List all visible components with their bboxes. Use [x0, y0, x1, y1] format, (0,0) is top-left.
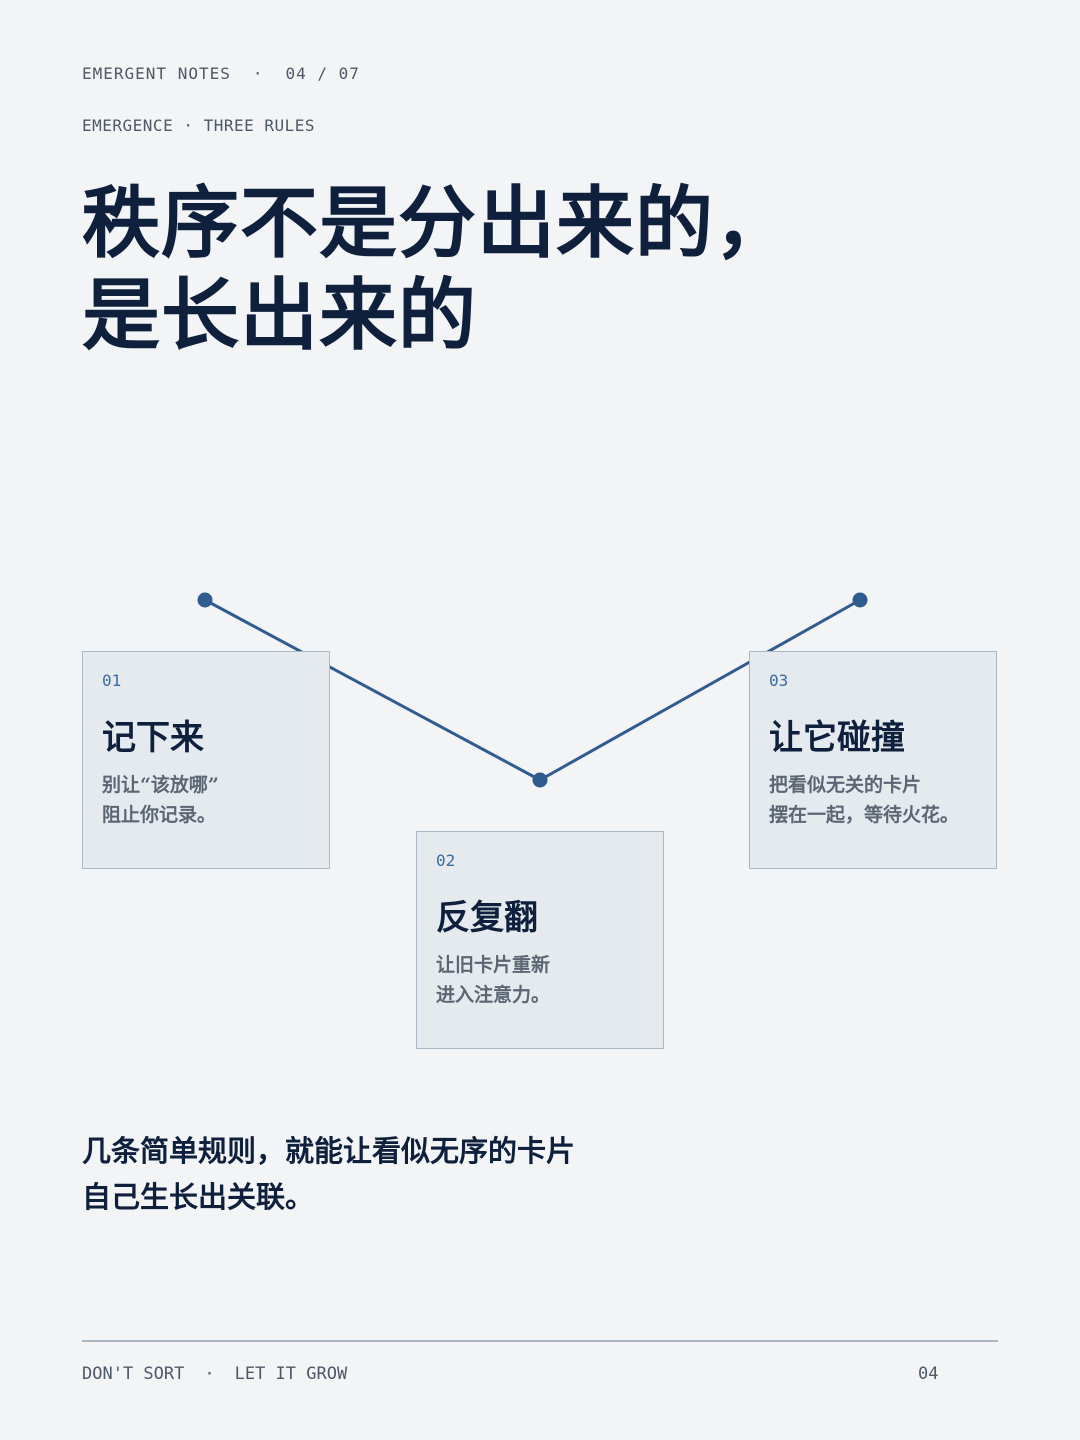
- rule-card-description-line-2: 进入注意力。: [436, 984, 551, 1006]
- rule-card-3: 03 让它碰撞 把看似无关的卡片 摆在一起，等待火花。: [749, 651, 997, 869]
- page-title: 秩序不是分出来的， 是长出来的: [82, 178, 793, 362]
- footer-tagline-a: DON'T SORT: [82, 1364, 185, 1384]
- section-label: EMERGENCE · THREE RULES: [82, 116, 316, 135]
- footer-tagline: DON'T SORT · LET IT GROW: [82, 1364, 347, 1384]
- rule-card-description-line-2: 阻止你记录。: [102, 804, 217, 826]
- rule-card-2: 02 反复翻 让旧卡片重新 进入注意力。: [416, 831, 664, 1049]
- footer-page-number: 04: [918, 1364, 939, 1384]
- rule-card-description: 让旧卡片重新 进入注意力。: [436, 950, 550, 1010]
- summary-line-2: 自己生长出关联。: [82, 1180, 315, 1214]
- series-name: EMERGENT NOTES: [82, 64, 231, 83]
- footer-separator: ·: [204, 1364, 215, 1384]
- page-title-line-2: 是长出来的: [82, 270, 478, 361]
- footer-tagline-b: LET IT GROW: [234, 1364, 348, 1384]
- connector-node-left: [197, 592, 213, 608]
- rule-card-description-line-2: 摆在一起，等待火花。: [769, 804, 960, 826]
- rule-card-number: 02: [436, 851, 456, 870]
- rule-card-number: 03: [769, 671, 789, 690]
- page-title-line-1: 秩序不是分出来的，: [82, 178, 794, 269]
- connector-node-center: [532, 772, 548, 788]
- summary-text: 几条简单规则，就能让看似无序的卡片 自己生长出关联。: [82, 1128, 575, 1220]
- rule-card-description: 把看似无关的卡片 摆在一起，等待火花。: [769, 770, 959, 830]
- rule-card-number: 01: [102, 671, 122, 690]
- summary-line-1: 几条简单规则，就能让看似无序的卡片: [82, 1134, 576, 1168]
- connector-line-right: [539, 598, 861, 782]
- kicker-separator: ·: [252, 64, 264, 83]
- series-kicker: EMERGENT NOTES · 04 / 07: [82, 64, 360, 83]
- connector-line-left: [204, 598, 541, 782]
- rule-card-1: 01 记下来 别让“该放哪” 阻止你记录。: [82, 651, 330, 869]
- rule-card-title: 让它碰撞: [769, 718, 905, 758]
- rule-card-title: 记下来: [102, 718, 204, 758]
- footer-divider: [82, 1340, 998, 1342]
- rule-card-description-line-1: 别让“该放哪”: [102, 774, 219, 796]
- rule-card-description: 别让“该放哪” 阻止你记录。: [102, 770, 219, 830]
- rule-card-description-line-1: 把看似无关的卡片: [769, 774, 922, 796]
- rule-card-title: 反复翻: [436, 898, 538, 938]
- page-indicator: 04 / 07: [285, 64, 360, 83]
- connector-node-right: [852, 592, 868, 608]
- rule-card-description-line-1: 让旧卡片重新: [436, 954, 551, 976]
